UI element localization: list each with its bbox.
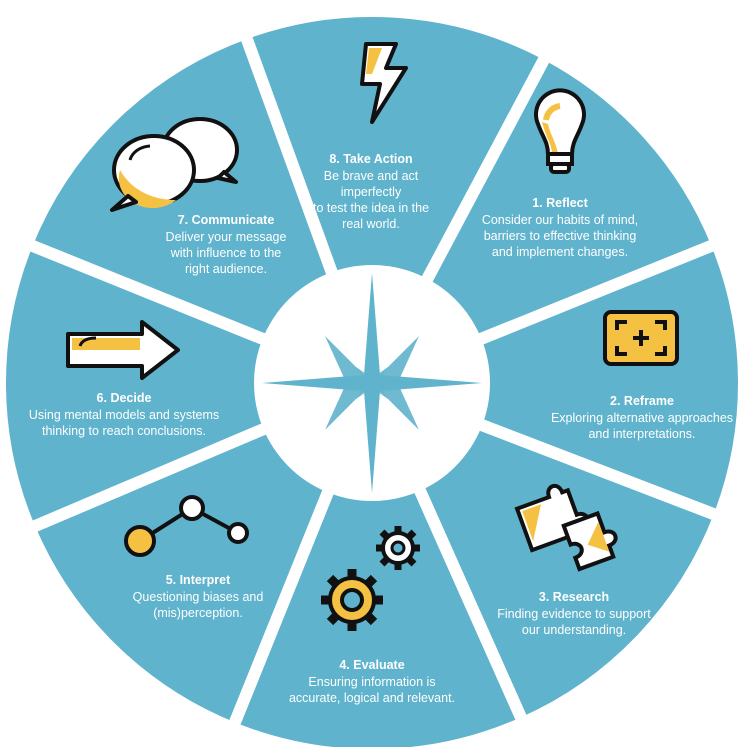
step-title: 7. Communicate <box>177 213 275 227</box>
step-title: 2. Reframe <box>610 394 674 408</box>
reframe-plus-icon <box>603 310 679 366</box>
step-7-communicate: 7. Communicate Deliver your message with… <box>148 212 304 277</box>
wheel-segment-6 <box>0 237 378 535</box>
puzzle-icon <box>514 483 618 572</box>
step-description: Finding evidence to support our understa… <box>497 607 651 637</box>
step-5-interpret: 5. Interpret Questioning biases and (mis… <box>116 572 280 621</box>
step-description: Using mental models and systems thinking… <box>28 408 220 438</box>
wheel-segment-7 <box>21 27 378 389</box>
wheel-segment-3 <box>366 377 726 729</box>
step-title: 8. Take Action <box>329 152 413 166</box>
step-title: 4. Evaluate <box>339 658 405 672</box>
step-4-evaluate: 4. Evaluate Ensuring information is accu… <box>284 657 460 706</box>
connected-nodes-icon <box>124 495 249 557</box>
step-description: Consider our habits of mind, barriers to… <box>481 213 639 259</box>
step-description: Ensuring information is accurate, logica… <box>288 675 456 705</box>
step-description: Deliver your message with influence to t… <box>165 230 287 276</box>
step-description: Exploring alternative approaches and int… <box>550 411 734 441</box>
step-title: 5. Interpret <box>165 573 231 587</box>
step-title: 1. Reflect <box>532 196 588 210</box>
lightbulb-icon <box>534 88 586 174</box>
step-title: 3. Research <box>538 590 610 604</box>
lightning-bolt-icon <box>360 42 408 124</box>
step-description: Questioning biases and (mis)perception. <box>132 590 264 620</box>
speech-bubbles-icon <box>110 117 239 212</box>
gears-icon <box>321 526 420 631</box>
step-1-reflect: 1. Reflect Consider our habits of mind, … <box>470 195 650 260</box>
step-8-take-action: 8. Take Action Be brave and act imperfec… <box>301 151 441 232</box>
wheel-segment-8 <box>238 5 553 389</box>
arrow-right-icon <box>66 320 180 380</box>
compass-star-icon <box>262 273 482 493</box>
step-6-decide: 6. Decide Using mental models and system… <box>20 390 228 439</box>
step-description: Be brave and act imperfectly to test the… <box>312 169 430 231</box>
step-3-research: 3. Research Finding evidence to support … <box>488 589 660 638</box>
wheel-segment-1 <box>366 48 723 389</box>
step-2-reframe: 2. Reframe Exploring alternative approac… <box>542 393 742 442</box>
wheel-segment-4 <box>226 377 530 747</box>
step-title: 6. Decide <box>96 391 152 405</box>
wheel-segment-5 <box>23 377 378 734</box>
